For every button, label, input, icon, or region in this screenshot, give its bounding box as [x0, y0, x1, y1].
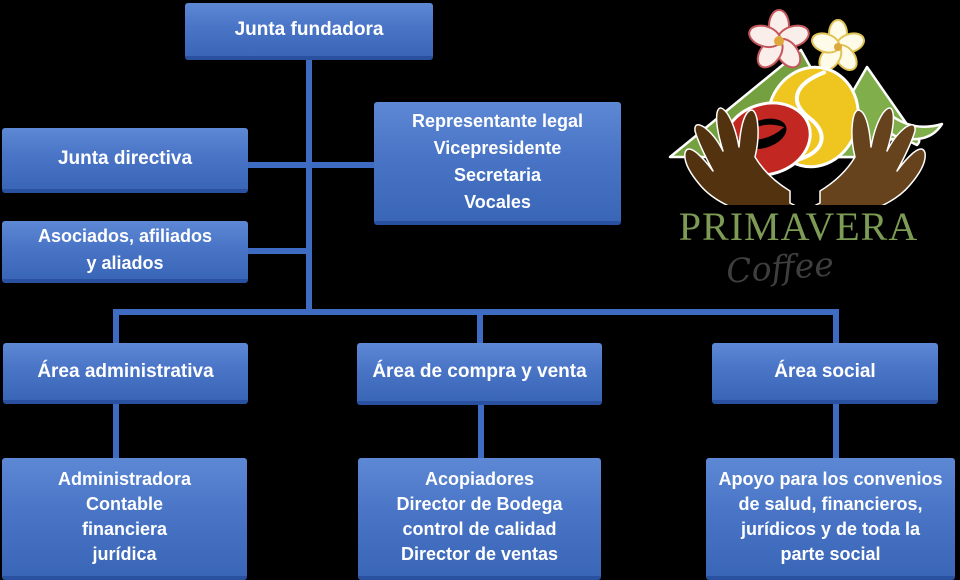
connector-admin-bottom	[113, 404, 119, 458]
node-area-administrativa: Área administrativa	[3, 343, 248, 404]
flower-right-icon	[811, 19, 865, 72]
node-label: Área social	[774, 360, 876, 382]
connector-junta-directiva	[248, 162, 374, 168]
connector-compra-bottom	[478, 405, 484, 458]
node-equipo-social: Apoyo para los convenios de salud, finan…	[706, 458, 955, 580]
flower-left-icon	[748, 9, 810, 69]
connector-distributor	[113, 309, 839, 315]
logo-brand-text: PRIMAVERA	[678, 204, 919, 249]
node-area-social: Área social	[712, 343, 938, 404]
node-label-line: Administradora	[57, 469, 192, 489]
node-area-compra-venta: Área de compra y venta	[357, 343, 602, 405]
connector-social-bottom	[833, 404, 839, 458]
logo-artwork	[668, 9, 944, 205]
node-label-line: jurídica	[92, 544, 157, 564]
node-label-line: Representante legal	[411, 110, 584, 131]
connector-trunk	[306, 60, 312, 315]
connector-social-top	[833, 309, 839, 343]
node-label-line: Apoyo para los convenios	[718, 469, 943, 489]
connector-admin-top	[113, 309, 119, 343]
node-label-line: Secretaria	[453, 164, 542, 185]
node-label-line: Contable	[85, 494, 163, 514]
connector-asociados	[248, 248, 306, 254]
node-junta-fundadora: Junta fundadora	[185, 3, 433, 60]
node-asociados: Asociados, afiliados y aliados	[2, 221, 248, 283]
node-label-line: parte social	[780, 544, 881, 564]
node-label: Junta fundadora	[234, 18, 384, 40]
node-label: Área administrativa	[37, 360, 214, 382]
node-label-line: Director de Bodega	[396, 494, 563, 514]
node-label-line: Vocales	[464, 191, 531, 212]
node-label: Área de compra y venta	[372, 361, 587, 382]
hands-icon	[684, 107, 926, 205]
node-label-line: financiera	[81, 519, 168, 539]
node-representante: Representante legal Vicepresidente Secre…	[374, 102, 621, 225]
node-junta-directiva: Junta directiva	[2, 128, 248, 193]
node-equipo-administrativo: Administradora Contable financiera juríd…	[2, 458, 247, 580]
node-label-line: Acopiadores	[424, 469, 535, 489]
connector-compra-top	[477, 315, 483, 343]
node-equipo-compra-venta: Acopiadores Director de Bodega control d…	[358, 458, 601, 580]
node-label-line: Asociados, afiliados	[37, 226, 213, 246]
node-label: Junta directiva	[57, 147, 193, 169]
node-label-line: jurídicos y de toda la	[740, 519, 921, 539]
node-label-line: de salud, financieros,	[738, 494, 923, 514]
primavera-coffee-logo: PRIMAVERA Coffee	[655, 5, 960, 305]
node-label-line: y aliados	[86, 253, 164, 273]
node-label-line: Vicepresidente	[433, 137, 562, 158]
node-label-line: control de calidad	[402, 519, 557, 539]
node-label-line: Director de ventas	[400, 544, 559, 564]
